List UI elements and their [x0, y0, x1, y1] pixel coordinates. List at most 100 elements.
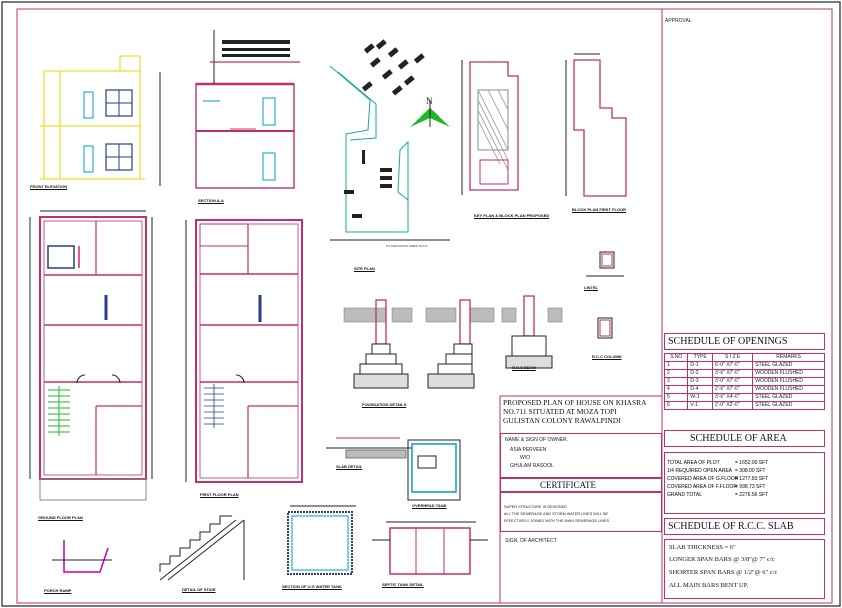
openings-col: S.NO — [663, 353, 689, 362]
overhead-tank-label: OVERHEAD TANK — [412, 503, 447, 508]
key-plan-label: KEY PLAN & BLOCK PLAN PROPOSED — [474, 213, 550, 218]
table-cell: STEEL GLAZED — [752, 401, 825, 410]
septic-tank-label: SEPTIC TANK DETAIL — [382, 582, 424, 587]
area-value: = 2276.56 SFT — [735, 492, 769, 498]
area-label: GRAND TOTAL — [667, 492, 703, 498]
key-plan-drawing — [461, 60, 519, 195]
area-title: SCHEDULE OF AREA — [690, 433, 787, 444]
project-title-line: NO.711 SITUATED AT MOZA TOPI — [503, 407, 617, 416]
area-row: TOTAL AREA OF PLOT= 1652.00 SFT — [667, 459, 822, 467]
stair-detail-label: DETAIL OF STAIR — [182, 587, 216, 592]
table-cell: V-1 — [687, 401, 713, 410]
table-cell: 3'-6" X7'-0" — [711, 369, 754, 378]
certificate-heading-box — [500, 478, 662, 492]
overhead-tank-drawing — [407, 439, 461, 501]
openings-header-row: S.NO TYPE S I Z E REMARKS — [663, 353, 825, 362]
project-title-line: GULISTAN COLONY RAWALPINDI — [503, 416, 621, 425]
slab-title-box — [664, 518, 825, 535]
table-cell: STEEL GLAZED — [752, 361, 825, 370]
certificate-line: SUPER STRUCTURE IS DESIGNED — [504, 505, 568, 509]
area-title-box — [664, 430, 825, 447]
water-tank-label: SECTION OF U.G WATER TANK — [282, 584, 342, 589]
beam-label: R.C.C BEAM — [512, 365, 536, 370]
area-rows: TOTAL AREA OF PLOT= 1652.00 SFT 1/4 REQU… — [667, 459, 822, 499]
front-elevation-label: FRONT ELEVATION — [30, 184, 68, 189]
owner-box — [500, 433, 662, 478]
area-value: = 1277.83 SFT — [735, 476, 769, 482]
table-cell: WOODEN FLUSHED — [752, 377, 825, 386]
slab-detail-drawing — [326, 437, 412, 459]
table-cell: 4 — [663, 385, 689, 394]
certificate-box — [500, 492, 662, 532]
table-cell: 2 — [663, 369, 689, 378]
table-cell: D-1 — [687, 361, 713, 370]
owner-name: ASIA PERVEEN — [510, 447, 547, 453]
first-floor-label: FIRST FLOOR PLAN — [200, 492, 239, 497]
water-tank-drawing — [287, 505, 356, 575]
road-label: TO MAIN ROAD GREW W.A.D. — [386, 244, 429, 248]
porch-ramp-drawing — [52, 540, 112, 573]
area-value: = 998.73 SFT — [735, 484, 766, 490]
slab-line: SLAB THICKNESS = 6" — [669, 544, 736, 551]
slab-line: LONGER SPAN BARS @ 3/8"@ 7" c/c — [669, 556, 775, 563]
table-cell: D-4 — [687, 385, 713, 394]
certificate-line: EFFECTIVELY JOINED WITH THE MAIN SEWERAG… — [504, 519, 611, 523]
openings-title: SCHEDULE OF OPENINGS — [668, 336, 788, 347]
area-row: 1/4 REQUIRED OPEN AREA= 308.00 SFT — [667, 467, 822, 475]
table-cell: 6 — [663, 401, 689, 410]
table-cell: 5 — [663, 393, 689, 402]
table-cell: 2'-0" X2'-0" — [711, 401, 754, 410]
lintel-column-drawing — [586, 251, 624, 339]
slab-box — [664, 539, 825, 599]
section-aa-label: SECTION A-A — [198, 198, 224, 203]
table-cell: WOODEN FLUSHED — [752, 385, 825, 394]
certificate-heading: CERTIFICATE — [540, 480, 596, 490]
approval-label: APPROVAL — [665, 18, 692, 24]
project-title: PROPOSED PLAN OF HOUSE ON KHASRA NO.711 … — [503, 398, 647, 425]
section-aa-drawing — [159, 30, 300, 189]
slab-title: SCHEDULE OF R.C.C. SLAB — [668, 521, 794, 532]
area-label: TOTAL AREA OF PLOT — [667, 460, 720, 466]
site-plan-drawing — [329, 39, 450, 241]
area-box — [664, 452, 825, 514]
area-label: 1/4 REQUIRED OPEN AREA — [667, 468, 733, 474]
owner-relation: W/O — [520, 455, 530, 461]
area-row: COVERED AREA OF F.FLOOR= 998.73 SFT — [667, 483, 822, 491]
foundation-details-drawing — [343, 295, 563, 389]
table-cell: D-3 — [687, 377, 713, 386]
ground-floor-plan-drawing — [29, 210, 153, 501]
column-label: R.C.C COLUMN — [592, 354, 622, 359]
project-title-line: PROPOSED PLAN OF HOUSE ON KHASRA — [503, 398, 647, 407]
owner-husband: GHULAM RASOOL — [510, 463, 554, 469]
slab-detail-label: SLAB DETAIL — [336, 464, 363, 469]
area-value: = 308.00 SFT — [735, 468, 766, 474]
architect-heading: SIGN. OF ARCHITECT — [505, 538, 557, 544]
block-plan-drawing — [565, 53, 627, 197]
block-plan-label: BLOCK PLAN FIRST FLOOR — [572, 207, 626, 212]
table-cell: STEEL GLAZED — [752, 393, 825, 402]
openings-col: REMARKS — [752, 353, 825, 362]
certificate-line: ALL THE SEWERAGE AND STORM WATER LINES W… — [504, 512, 609, 516]
table-cell: 1 — [663, 361, 689, 370]
slab-line: SHORTER SPAN BARS @ 1/2"@ 6" c/c — [669, 569, 778, 576]
ground-floor-label: GROUND FLOOR PLAN — [38, 515, 83, 520]
table-cell: 2'-6" X7'-0" — [711, 385, 754, 394]
area-row: GRAND TOTAL = 2276.56 SFT — [667, 491, 822, 499]
table-cell: W-1 — [687, 393, 713, 402]
north-arrow-label: N — [426, 96, 433, 106]
table-cell: 3 — [663, 377, 689, 386]
stair-detail-drawing — [159, 515, 245, 581]
slab-line: ALL MAIN BARS BENT UP. — [669, 582, 749, 589]
area-row: COVERED AREA OF G.FLOOR= 1277.83 SFT — [667, 475, 822, 483]
table-cell: 6'-0" X7'-0" — [711, 361, 754, 370]
table-cell: WOODEN FLUSHED — [752, 369, 825, 378]
table-cell: D-2 — [687, 369, 713, 378]
septic-tank-drawing — [372, 521, 488, 575]
site-plan-label: SITE PLAN — [354, 266, 375, 271]
